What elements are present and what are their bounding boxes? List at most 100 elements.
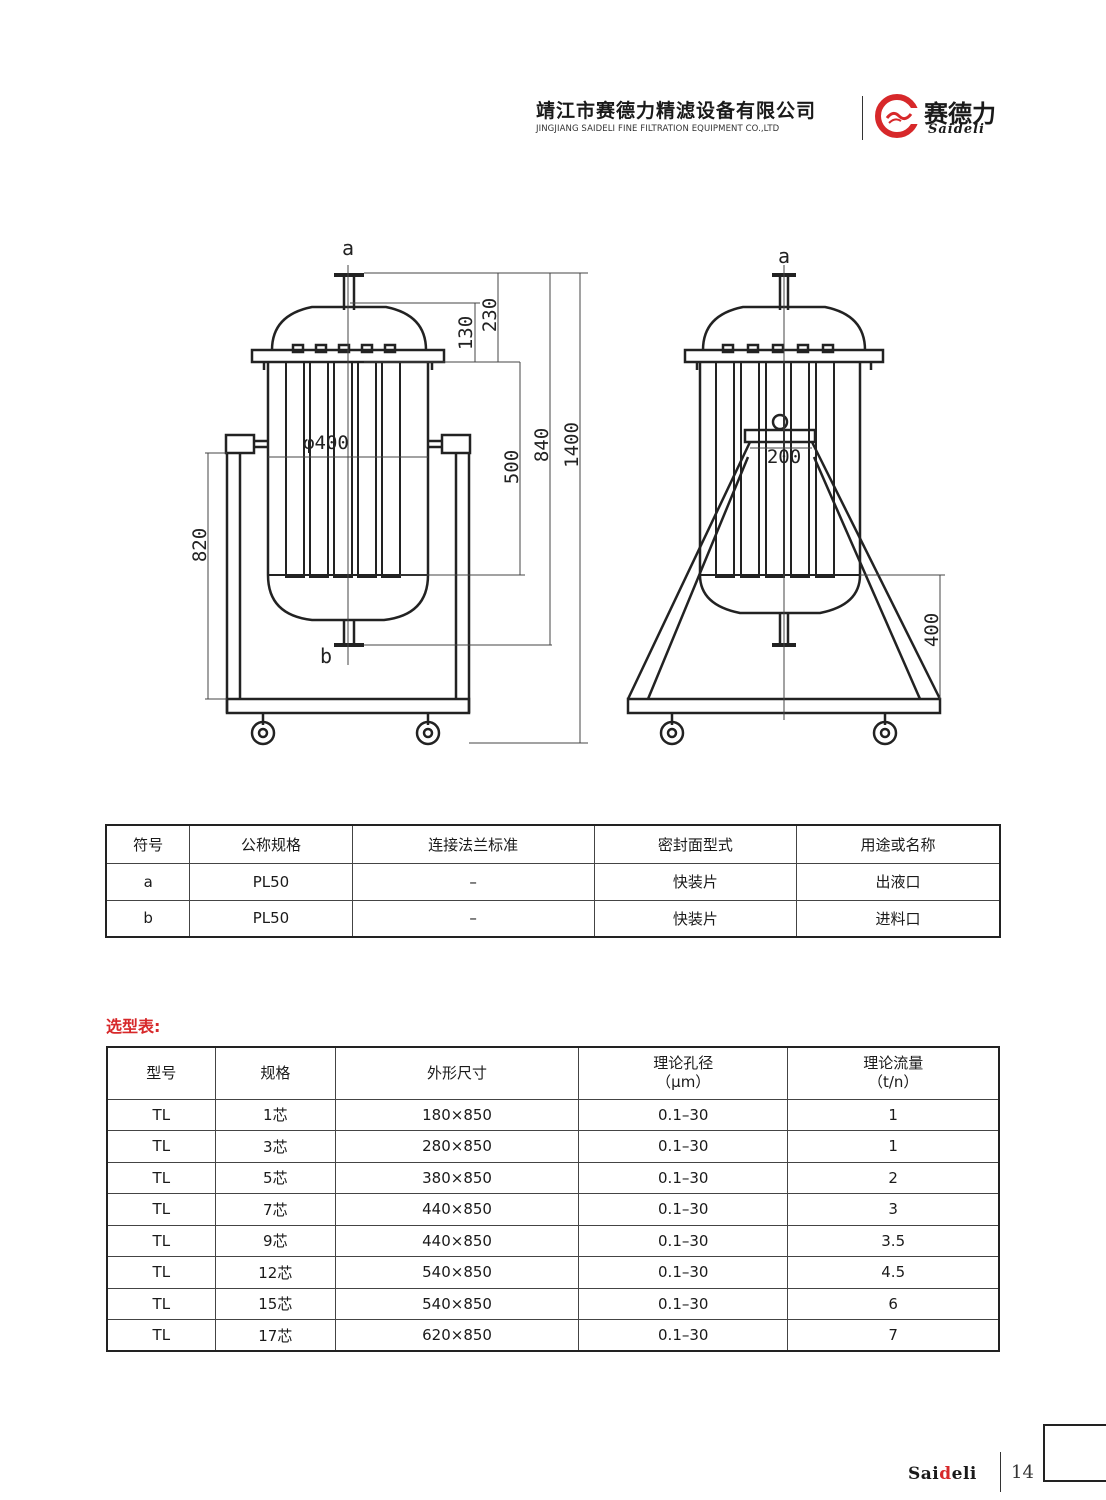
table-cell: 1 — [787, 1098, 1000, 1131]
logo-text-cn: 赛德力 — [924, 99, 996, 128]
table-cell: 15芯 — [214, 1287, 337, 1320]
table-cell: 0.1–30 — [578, 1319, 789, 1352]
table-cell: 2 — [787, 1161, 1000, 1194]
table-cell: 0.1–30 — [578, 1287, 789, 1320]
front-port-b-label: b — [320, 644, 332, 668]
ports-header-cell: 符号 — [105, 824, 191, 864]
table-row: b PL50 – 快装片 进料口 — [105, 899, 1001, 938]
selection-table-title: 选型表: — [106, 1017, 161, 1036]
table-cell: 180×850 — [335, 1098, 580, 1131]
header-divider — [862, 96, 863, 140]
table-cell: TL — [106, 1287, 216, 1320]
ports-header-cell: 公称规格 — [189, 824, 353, 864]
table-cell: 6 — [787, 1287, 1000, 1320]
table-cell: b — [105, 899, 191, 938]
table-cell: 0.1–30 — [578, 1130, 789, 1163]
page-number: 14 — [1011, 1462, 1034, 1483]
table-cell: 440×850 — [335, 1224, 580, 1257]
table-cell: 9芯 — [214, 1224, 337, 1257]
front-flange-bolts — [291, 343, 397, 354]
front-frame — [225, 453, 471, 715]
ports-header-cell: 密封面型式 — [593, 824, 797, 864]
company-name-en: JINGJIANG SAIDELI FINE FILTRATION EQUIPM… — [536, 124, 780, 134]
dim-230: 230 — [479, 298, 501, 332]
dim-130: 130 — [455, 316, 477, 350]
side-port-a-label: a — [778, 244, 790, 268]
table-cell: TL — [106, 1098, 216, 1131]
front-port-a-label: a — [342, 236, 354, 260]
table-cell: 3.5 — [787, 1224, 1000, 1257]
table-cell: 380×850 — [335, 1161, 580, 1194]
table-cell: 540×850 — [335, 1256, 580, 1289]
table-cell: TL — [106, 1256, 216, 1289]
table-cell: 620×850 — [335, 1319, 580, 1352]
table-cell: 7 — [787, 1319, 1000, 1352]
table-cell: 1 — [787, 1130, 1000, 1163]
table-cell: 0.1–30 — [578, 1193, 789, 1226]
table-cell: 快装片 — [593, 899, 797, 938]
table-cell: – — [351, 899, 595, 938]
table-cell: 0.1–30 — [578, 1256, 789, 1289]
table-row: a PL50 – 快装片 出液口 — [105, 862, 1001, 901]
ports-table: 符号 公称规格 连接法兰标准 密封面型式 用途或名称 a PL50 – 快装片 … — [105, 824, 1001, 938]
table-cell: 进料口 — [795, 899, 1001, 938]
front-dimension-lines — [205, 265, 588, 744]
front-right-lug — [440, 433, 472, 455]
footer-divider — [1000, 1452, 1001, 1492]
dim-diameter: φ400 — [303, 432, 349, 454]
table-cell: 17芯 — [214, 1319, 337, 1352]
footer-decor-box — [1043, 1424, 1106, 1482]
front-wheels — [250, 713, 441, 746]
front-top-dome — [270, 305, 428, 351]
table-cell: – — [351, 862, 595, 901]
logo-text-en: Saideli — [928, 122, 985, 137]
table-cell: 3 — [787, 1193, 1000, 1226]
table-cell: 12芯 — [214, 1256, 337, 1289]
table-cell: PL50 — [189, 862, 353, 901]
table-cell: TL — [106, 1130, 216, 1163]
dim-200: 200 — [767, 446, 801, 468]
company-name-cn: 靖江市赛德力精滤设备有限公司 — [536, 100, 817, 122]
table-cell: 7芯 — [214, 1193, 337, 1226]
table-cell: 出液口 — [795, 862, 1001, 901]
selection-header-row: 型号 规格 外形尺寸 理论孔径（μm） 理论流量（t/n） — [106, 1046, 1000, 1100]
dim-1400: 1400 — [561, 422, 583, 468]
table-cell: 0.1–30 — [578, 1161, 789, 1194]
logo-icon — [875, 94, 919, 138]
dim-840: 840 — [531, 428, 553, 462]
table-cell: 0.1–30 — [578, 1224, 789, 1257]
table-cell: a — [105, 862, 191, 901]
page-header: 靖江市赛德力精滤设备有限公司 JINGJIANG SAIDELI FINE FI… — [530, 92, 1030, 152]
table-cell: 280×850 — [335, 1130, 580, 1163]
table-cell: 540×850 — [335, 1287, 580, 1320]
table-cell: TL — [106, 1224, 216, 1257]
ports-header-cell: 用途或名称 — [795, 824, 1001, 864]
ports-header-cell: 连接法兰标准 — [351, 824, 595, 864]
dim-820: 820 — [189, 528, 211, 562]
table-cell: TL — [106, 1319, 216, 1352]
dim-500: 500 — [501, 450, 523, 484]
selection-header-cell: 外形尺寸 — [335, 1046, 580, 1100]
table-cell: 440×850 — [335, 1193, 580, 1226]
table-cell: 3芯 — [214, 1130, 337, 1163]
front-left-lug — [224, 433, 256, 455]
front-filter-cartridges — [285, 361, 401, 578]
table-cell: TL — [106, 1161, 216, 1194]
footer-brand: Saideli — [908, 1464, 977, 1484]
table-cell: TL — [106, 1193, 216, 1226]
filter-technical-drawing: a b a 130 230 500 840 1400 820 φ400 200 … — [189, 236, 945, 746]
table-cell: 0.1–30 — [578, 1098, 789, 1131]
selection-header-cell: 理论孔径（μm） — [578, 1046, 789, 1100]
selection-header-cell: 理论流量（t/n） — [787, 1046, 1000, 1100]
table-cell: PL50 — [189, 899, 353, 938]
